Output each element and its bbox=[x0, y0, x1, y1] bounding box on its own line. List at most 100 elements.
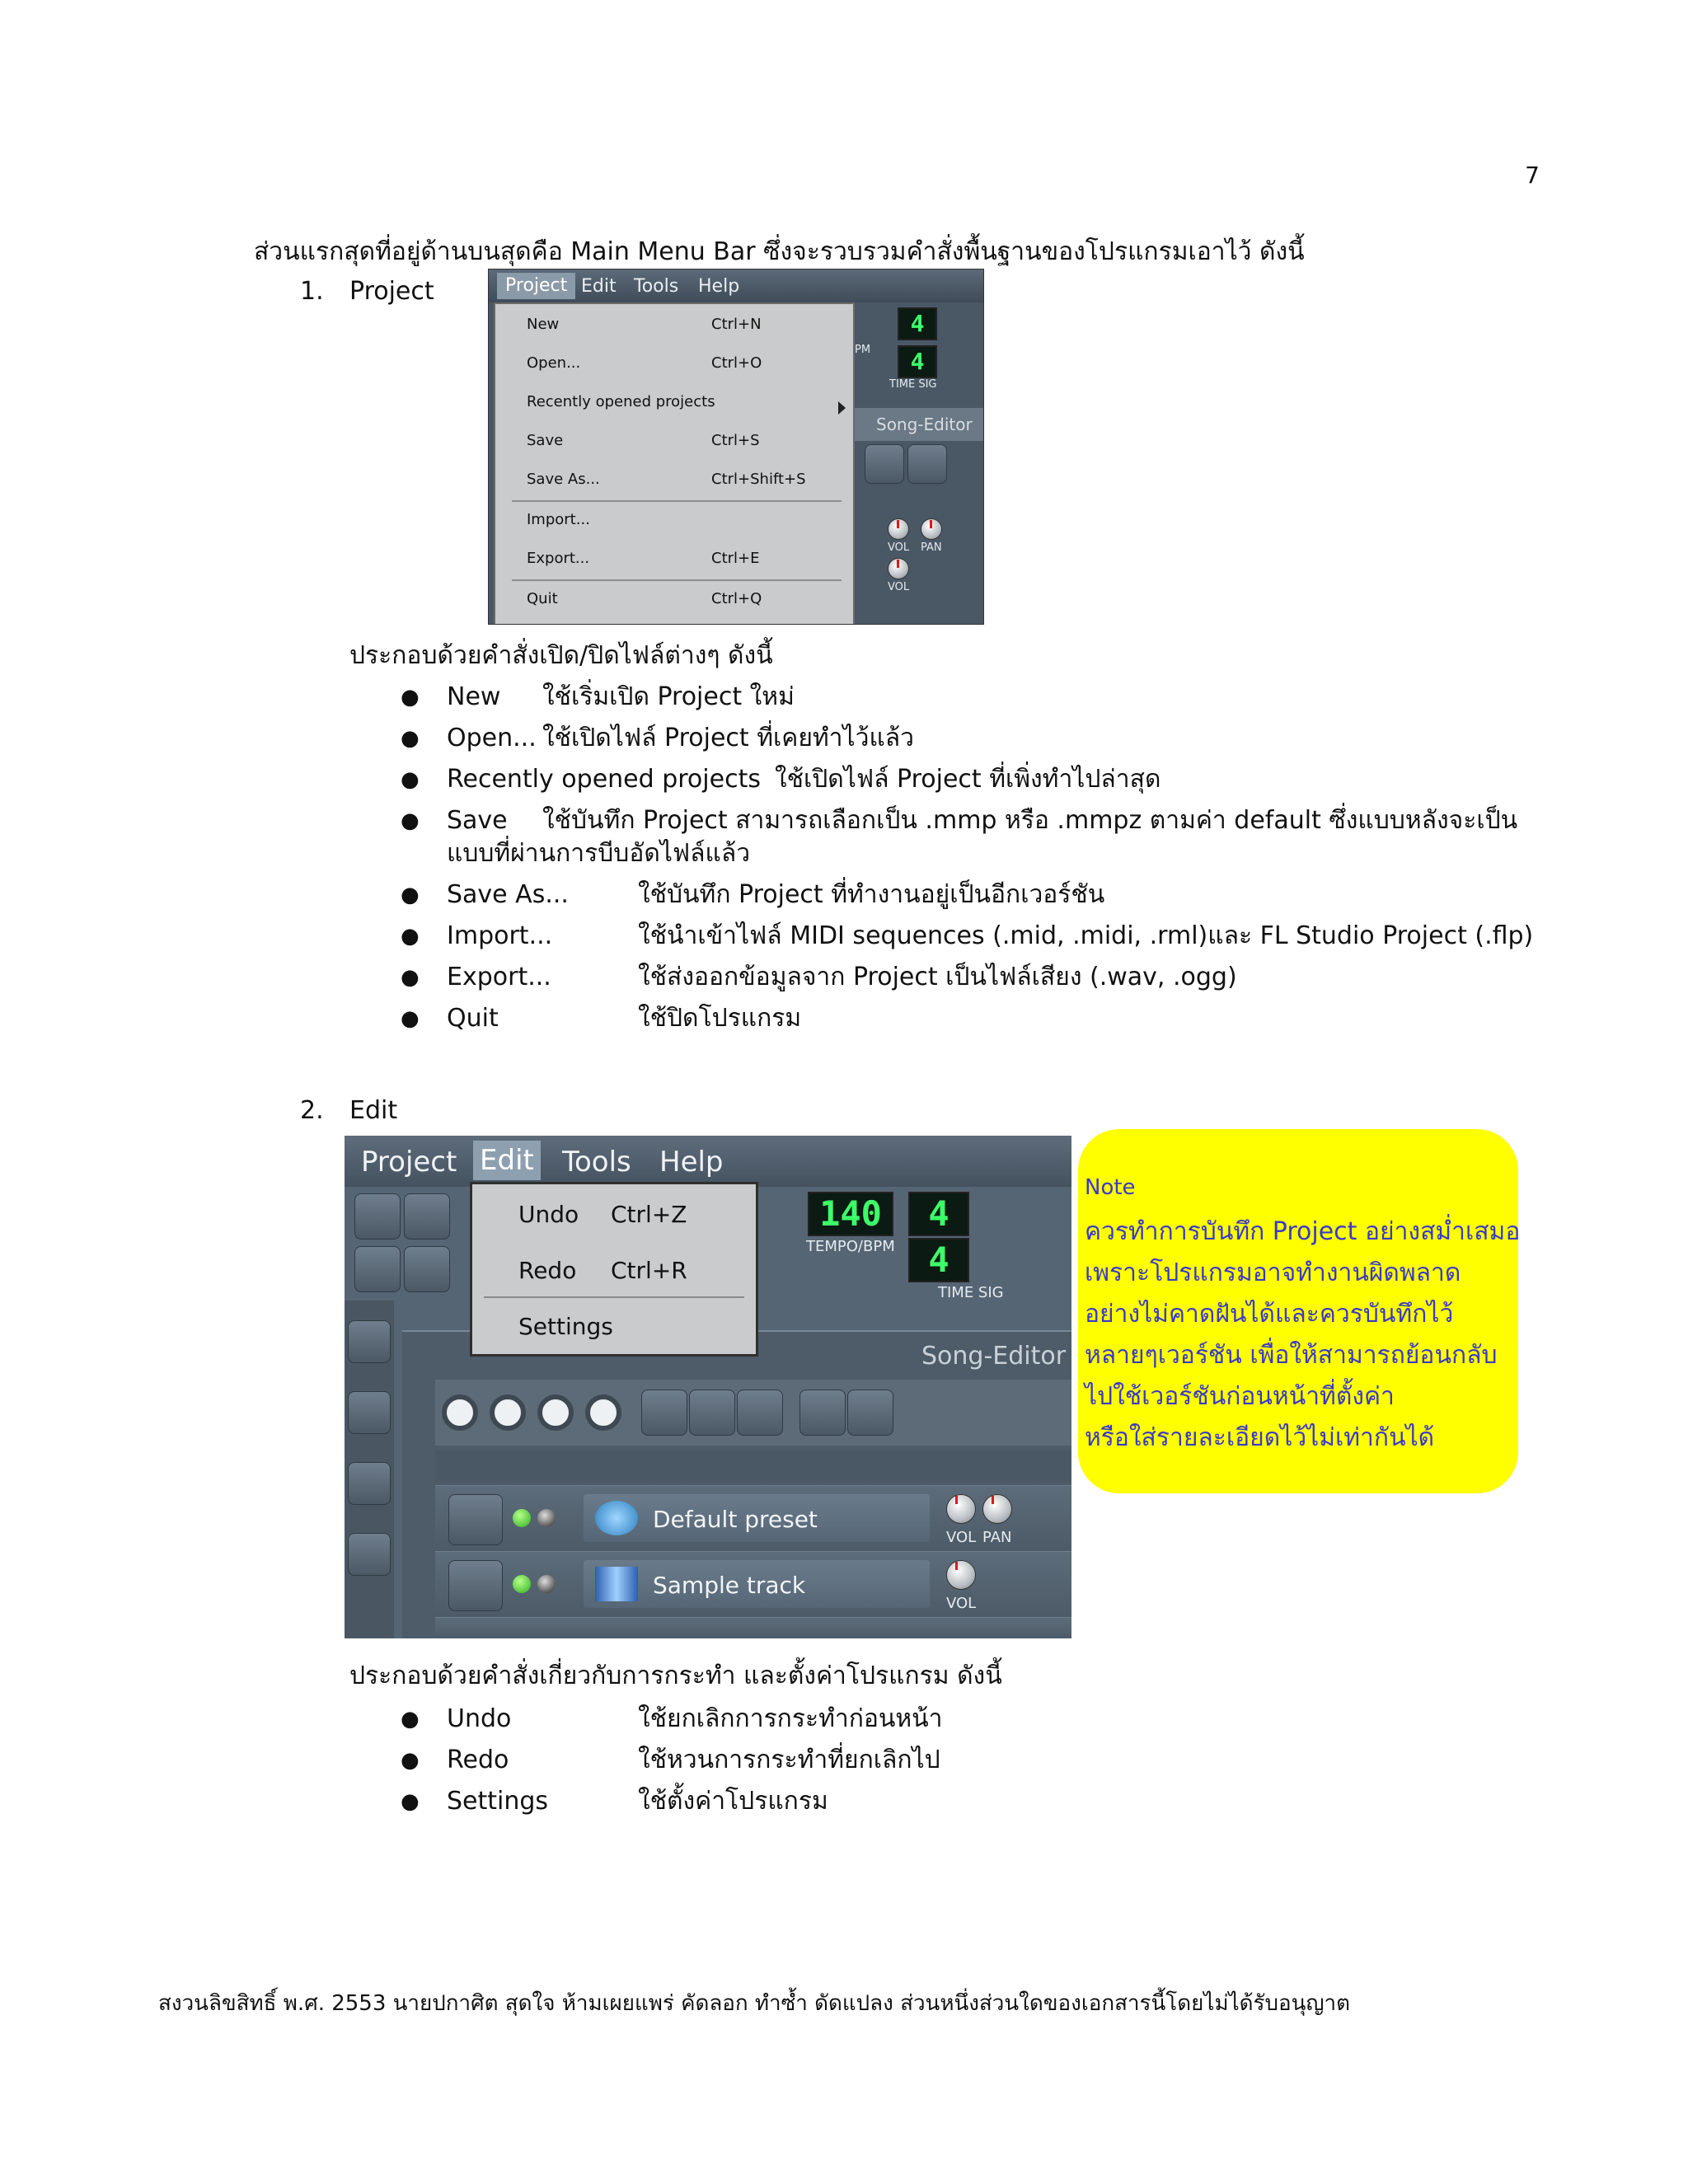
note-line: อย่างไม่คาดฝันได้และควรบันทึกไว้ bbox=[1085, 1300, 1454, 1329]
edit-mode-button[interactable] bbox=[847, 1390, 893, 1436]
track-name-button[interactable]: Sample track bbox=[584, 1560, 930, 1608]
time-sig-label: TIME SIG bbox=[889, 378, 937, 391]
play-button[interactable] bbox=[442, 1394, 478, 1431]
section1-title: Project bbox=[349, 277, 434, 306]
bpm-label-fragment: PM bbox=[855, 344, 871, 356]
track-solo-led[interactable] bbox=[537, 1509, 556, 1527]
menu-project[interactable]: Project bbox=[361, 1146, 457, 1179]
vol-label-2: VOL bbox=[888, 581, 910, 593]
song-editor-title: Song-Editor bbox=[876, 415, 973, 434]
shortcut-undo: Ctrl+Z bbox=[611, 1201, 687, 1228]
sidebar-presets-icon[interactable] bbox=[348, 1462, 391, 1505]
menu-item-save-as[interactable]: Save As... bbox=[527, 471, 600, 488]
sidebar-samples-icon[interactable] bbox=[348, 1391, 391, 1434]
menu-tools[interactable]: Tools bbox=[634, 276, 679, 297]
edit-menu-screenshot: Project Edit Tools Help 140 TEMPO/BPM 4 … bbox=[345, 1136, 1071, 1638]
track-row[interactable] bbox=[435, 1617, 1071, 1638]
lcd-time-sig-bottom: 4 bbox=[898, 345, 937, 378]
open-project-button[interactable] bbox=[404, 1193, 450, 1240]
intro-text: ส่วนแรกสุดที่อยู่ด้านบนสุดคือ Main Menu … bbox=[254, 237, 1305, 266]
menu-item-new[interactable]: New bbox=[527, 316, 560, 333]
record-while-playing-button[interactable] bbox=[537, 1394, 574, 1431]
menu-item-quit[interactable]: Quit bbox=[527, 590, 558, 607]
volume-knob-2[interactable] bbox=[888, 558, 909, 579]
erase-tool-button[interactable] bbox=[907, 444, 947, 484]
lcd-time-sig-top: 4 bbox=[898, 307, 937, 340]
note-line: หรือใส่รายละเอียดไว้ไม่เท่ากันได้ bbox=[1085, 1423, 1435, 1452]
section2-title: Edit bbox=[349, 1096, 398, 1125]
note-line: ไปใช้เวอร์ชันก่อนหน้าที่ตั้งค่า bbox=[1085, 1382, 1395, 1411]
track-row[interactable]: Sample track VOL bbox=[435, 1551, 1071, 1616]
menu-tools[interactable]: Tools bbox=[562, 1146, 631, 1179]
note-line: ควรทำการบันทึก Project อย่างสม่ำเสมอ bbox=[1085, 1217, 1521, 1246]
draw-mode-button[interactable] bbox=[799, 1390, 846, 1436]
menu-edit[interactable]: Edit bbox=[473, 1141, 541, 1180]
track-solo-led[interactable] bbox=[537, 1575, 556, 1593]
menu-item-undo[interactable]: Undo bbox=[518, 1201, 579, 1228]
pan-label: PAN bbox=[921, 541, 942, 554]
add-sample-track-button[interactable] bbox=[689, 1390, 735, 1436]
shortcut-save-as: Ctrl+Shift+S bbox=[711, 471, 806, 488]
add-beat-track-button[interactable] bbox=[641, 1390, 687, 1436]
sidebar-instruments-icon[interactable] bbox=[348, 1320, 391, 1363]
vol-label: VOL bbox=[946, 1529, 977, 1546]
menu-item-recent[interactable]: Recently opened projects bbox=[527, 393, 715, 410]
preset-icon bbox=[595, 1501, 638, 1535]
section2-number: 2. bbox=[300, 1096, 324, 1125]
edit-dropdown: Undo Ctrl+Z Redo Ctrl+R Settings bbox=[470, 1182, 758, 1357]
track-mute-led[interactable] bbox=[513, 1509, 531, 1527]
note-body: ควรทำการบันทึก Project อย่างสม่ำเสมอ เพร… bbox=[1085, 1212, 1521, 1459]
menu-help[interactable]: Help bbox=[659, 1146, 724, 1179]
menu-project[interactable]: Project bbox=[497, 273, 576, 299]
tempo-label: TEMPO/BPM bbox=[806, 1238, 895, 1255]
track-settings-button[interactable] bbox=[448, 1494, 503, 1545]
note-line: เพราะโปรแกรมอาจทำงานผิดพลาด bbox=[1085, 1258, 1461, 1287]
section1-number: 1. bbox=[300, 277, 324, 306]
menu-item-export[interactable]: Export... bbox=[527, 550, 590, 567]
beat-editor-toggle-button[interactable] bbox=[404, 1246, 450, 1292]
menu-separator bbox=[484, 1296, 744, 1298]
vol-label: VOL bbox=[888, 541, 910, 554]
add-automation-track-button[interactable] bbox=[737, 1390, 783, 1436]
pan-knob[interactable] bbox=[921, 518, 942, 540]
track-mute-led[interactable] bbox=[513, 1575, 531, 1593]
stop-button[interactable] bbox=[585, 1394, 621, 1431]
menu-separator bbox=[512, 579, 842, 581]
menu-item-open[interactable]: Open... bbox=[527, 354, 581, 372]
record-button[interactable] bbox=[490, 1394, 526, 1431]
track-name-label: Default preset bbox=[653, 1506, 818, 1533]
song-editor-toggle-button[interactable] bbox=[354, 1246, 401, 1292]
sidebar-favorites-icon[interactable] bbox=[348, 1533, 391, 1576]
volume-knob[interactable] bbox=[946, 1560, 976, 1590]
menu-item-import[interactable]: Import... bbox=[527, 511, 590, 528]
time-sig-denominator-lcd[interactable]: 4 bbox=[908, 1238, 969, 1282]
time-sig-numerator-lcd[interactable]: 4 bbox=[908, 1192, 969, 1236]
shortcut-new: Ctrl+N bbox=[711, 316, 762, 333]
project-menu-screenshot: Project Edit Tools Help 4 4 PM TIME SIG … bbox=[488, 269, 984, 625]
menu-edit[interactable]: Edit bbox=[581, 276, 617, 297]
track-settings-button[interactable] bbox=[448, 1560, 503, 1611]
track-name-button[interactable]: Default preset bbox=[584, 1494, 930, 1542]
menu-item-redo[interactable]: Redo bbox=[518, 1257, 577, 1284]
volume-knob[interactable] bbox=[946, 1494, 976, 1524]
shortcut-redo: Ctrl+R bbox=[611, 1257, 687, 1284]
menu-item-settings[interactable]: Settings bbox=[518, 1313, 613, 1340]
list-item: ●Import...ใช้นำเข้าไฟล์ MIDI sequences (… bbox=[401, 921, 1534, 950]
pan-knob[interactable] bbox=[982, 1494, 1012, 1524]
track-name-label: Sample track bbox=[653, 1572, 806, 1599]
menu-help[interactable]: Help bbox=[698, 276, 740, 297]
menu-item-save[interactable]: Save bbox=[527, 432, 564, 449]
tempo-lcd[interactable]: 140 bbox=[808, 1192, 893, 1236]
sample-icon bbox=[595, 1567, 638, 1601]
shortcut-save: Ctrl+S bbox=[711, 432, 760, 449]
draw-tool-button[interactable] bbox=[865, 444, 904, 484]
new-project-button[interactable] bbox=[354, 1193, 401, 1240]
volume-knob[interactable] bbox=[888, 518, 909, 540]
menu-separator bbox=[512, 500, 842, 502]
track-row[interactable]: Default preset VOL PAN bbox=[435, 1485, 1071, 1550]
